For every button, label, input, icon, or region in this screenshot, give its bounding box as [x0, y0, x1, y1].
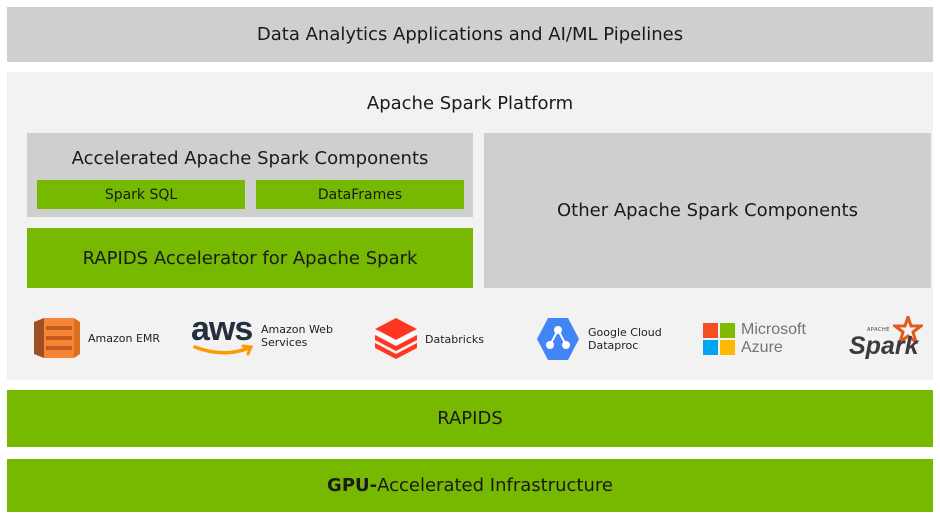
rapids-accelerator-box: RAPIDS Accelerator for Apache Spark [27, 228, 473, 288]
rapids-layer-label: RAPIDS [437, 408, 503, 429]
aws-label-line1: Amazon Web [261, 323, 333, 336]
gpu-label-rest: Accelerated Infrastructure [377, 475, 613, 496]
amazon-emr-logo: Amazon EMR [32, 316, 160, 360]
azure-label: Microsoft Azure [741, 321, 806, 357]
databricks-icon [375, 318, 417, 359]
accelerated-components-box: Accelerated Apache Spark Components Spar… [27, 133, 473, 217]
accelerated-components-title: Accelerated Apache Spark Components [71, 147, 429, 169]
spark-apache-text: APACHE [867, 327, 890, 333]
gpu-infrastructure-label: GPU-Accelerated Infrastructure [327, 475, 613, 496]
aws-logo: aws [191, 310, 255, 360]
spark-platform-title: Apache Spark Platform [366, 92, 574, 114]
apache-spark-logo: APACHE Spark [845, 316, 925, 362]
dataframes-label: DataFrames [317, 186, 403, 203]
dataproc-icon [537, 318, 579, 360]
aws-wordmark: aws [191, 310, 253, 348]
other-components-box: Other Apache Spark Components [484, 133, 931, 288]
spark-platform-layer: Apache Spark Platform Accelerated Apache… [7, 72, 933, 380]
azure-logo [703, 323, 735, 355]
dataproc-label-line2: Dataproc [588, 339, 639, 352]
google-dataproc-logo: Google Cloud Dataproc [534, 315, 662, 363]
dataproc-label-line1: Google Cloud [588, 326, 662, 339]
spark-star-icon [893, 316, 923, 344]
databricks-logo: Databricks [373, 316, 484, 362]
gpu-label-bold: GPU- [327, 475, 378, 496]
amazon-emr-icon [34, 318, 80, 358]
amazon-emr-label: Amazon EMR [88, 331, 161, 345]
azure-label-line1: Microsoft [741, 321, 806, 338]
aws-logo-block: aws Amazon Web Services [191, 310, 333, 360]
spark-wordmark: Spark [849, 332, 919, 360]
aws-label-line2: Services [261, 336, 308, 349]
dataframes-component: DataFrames [256, 180, 464, 209]
spark-sql-label: Spark SQL [104, 186, 178, 203]
spark-sql-component: Spark SQL [37, 180, 245, 209]
microsoft-azure-logo: Microsoft Azure [703, 321, 806, 357]
applications-layer-label: Data Analytics Applications and AI/ML Pi… [256, 24, 684, 45]
dataproc-label: Google Cloud Dataproc [588, 326, 662, 352]
azure-label-line2: Azure [741, 339, 783, 356]
aws-label: Amazon Web Services [261, 323, 333, 349]
rapids-layer: RAPIDS [7, 390, 933, 447]
applications-layer: Data Analytics Applications and AI/ML Pi… [7, 7, 933, 62]
databricks-label: Databricks [425, 332, 484, 346]
gpu-infrastructure-layer: GPU-Accelerated Infrastructure [7, 459, 933, 512]
aws-smile-icon [193, 344, 254, 356]
other-components-label: Other Apache Spark Components [556, 200, 858, 221]
rapids-accelerator-label: RAPIDS Accelerator for Apache Spark [82, 247, 418, 269]
